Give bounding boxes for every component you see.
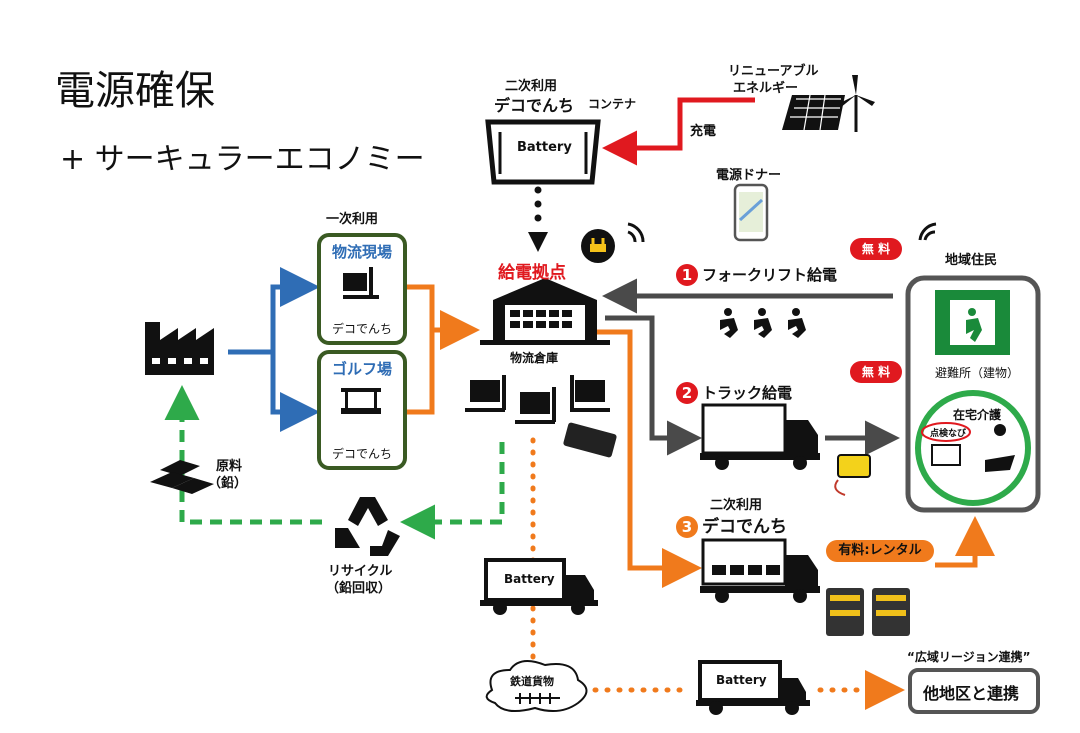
page-title: 電源確保 bbox=[55, 68, 215, 114]
golf-cart-icon bbox=[341, 388, 383, 418]
factory-icon bbox=[145, 322, 214, 375]
truck-rail-icon bbox=[696, 660, 810, 715]
golf-foot: デコでんち bbox=[331, 447, 392, 461]
container-drop-dots bbox=[534, 186, 542, 222]
truck-battery-icon bbox=[480, 558, 598, 615]
solar-panel-icon bbox=[782, 94, 845, 131]
rail-cloud-icon bbox=[485, 660, 588, 713]
home-care-circle bbox=[915, 390, 1031, 506]
container-suffix: コンテナ bbox=[588, 97, 637, 111]
warehouse-icon bbox=[480, 278, 610, 345]
truck-decodenchi-icon bbox=[700, 538, 820, 603]
home-care-label: 在宅介護 bbox=[953, 408, 1002, 422]
raw-material-line2: （鉛） bbox=[208, 476, 248, 491]
runners-icon bbox=[720, 308, 806, 338]
power-donor-label: 電源ドナー bbox=[716, 168, 782, 183]
regional-box bbox=[908, 668, 1040, 714]
plug-icon bbox=[581, 229, 615, 263]
battery-container-icon bbox=[485, 119, 601, 185]
container-brand: デコでんち bbox=[494, 96, 575, 115]
truck-battery-label: Battery bbox=[504, 572, 555, 586]
caregiver-icon bbox=[985, 424, 1015, 472]
recycle-icon bbox=[335, 497, 400, 556]
primary-use-label: 一次利用 bbox=[326, 212, 379, 227]
free-badge-1: 無 料 bbox=[850, 238, 902, 260]
wifi-hub-icon bbox=[627, 222, 645, 243]
hub-title: 給電拠点 bbox=[498, 263, 566, 283]
wifi-residents-icon bbox=[918, 222, 937, 241]
wind-turbine-icon bbox=[838, 75, 875, 132]
renewable-line2: エネルギー bbox=[733, 81, 799, 96]
residents-title: 地域住民 bbox=[945, 253, 998, 268]
truck-delivery-icon bbox=[700, 403, 820, 470]
flow-forklift-label: フォークリフト給電 bbox=[702, 266, 838, 284]
forklift-icon bbox=[343, 267, 381, 303]
free-badge-2: 無 料 bbox=[850, 361, 902, 383]
golf-box: ゴルフ場 デコでんち bbox=[317, 350, 407, 470]
paid-rental-badge: 有料:レンタル bbox=[826, 540, 934, 562]
inspection-label: 点検なび bbox=[930, 429, 967, 439]
page-subtitle: + サーキュラーエコノミー bbox=[60, 142, 425, 177]
regional-box-label: 他地区と連携 bbox=[923, 684, 1020, 703]
charge-label: 充電 bbox=[690, 124, 717, 139]
portable-battery-icon bbox=[834, 454, 871, 496]
rail-truck-battery-label: Battery bbox=[716, 673, 767, 687]
flow-secondary-num: 3 bbox=[676, 516, 698, 538]
golf-title: ゴルフ場 bbox=[331, 360, 392, 378]
logistics-site-title: 物流現場 bbox=[331, 243, 392, 261]
phone-map-icon bbox=[733, 183, 769, 242]
recycle-line2: （鉛回収） bbox=[326, 581, 392, 596]
home-battery-icon bbox=[931, 444, 961, 466]
flow-forklift-num: 1 bbox=[676, 264, 698, 286]
inverter-icon bbox=[563, 422, 617, 458]
lead-ingot-icon bbox=[150, 460, 214, 494]
logistics-site-foot: デコでんち bbox=[331, 322, 392, 336]
inspection-ring bbox=[921, 422, 971, 442]
forklift-icons bbox=[465, 375, 610, 424]
regional-quote: “広域リージョン連携” bbox=[907, 650, 1031, 664]
flow-truck-num: 2 bbox=[676, 382, 698, 404]
flow-truck-label: トラック給電 bbox=[702, 384, 793, 402]
shelter-label: 避難所（建物） bbox=[935, 366, 1020, 380]
recycle-line1: リサイクル bbox=[328, 564, 393, 579]
renewable-line1: リニューアブル bbox=[728, 64, 819, 79]
warehouse-label: 物流倉庫 bbox=[510, 351, 559, 365]
rail-label: 鉄道貨物 bbox=[510, 675, 554, 688]
flow-secondary-line1: 二次利用 bbox=[710, 498, 763, 513]
battery-cart-icons bbox=[826, 588, 910, 636]
raw-material-line1: 原料 bbox=[216, 459, 243, 474]
container-line1: 二次利用 bbox=[505, 79, 558, 94]
container-battery-label: Battery bbox=[517, 140, 572, 155]
flow-secondary-label: デコでんち bbox=[702, 517, 787, 537]
logistics-site-box: 物流現場 デコでんち bbox=[317, 233, 407, 345]
